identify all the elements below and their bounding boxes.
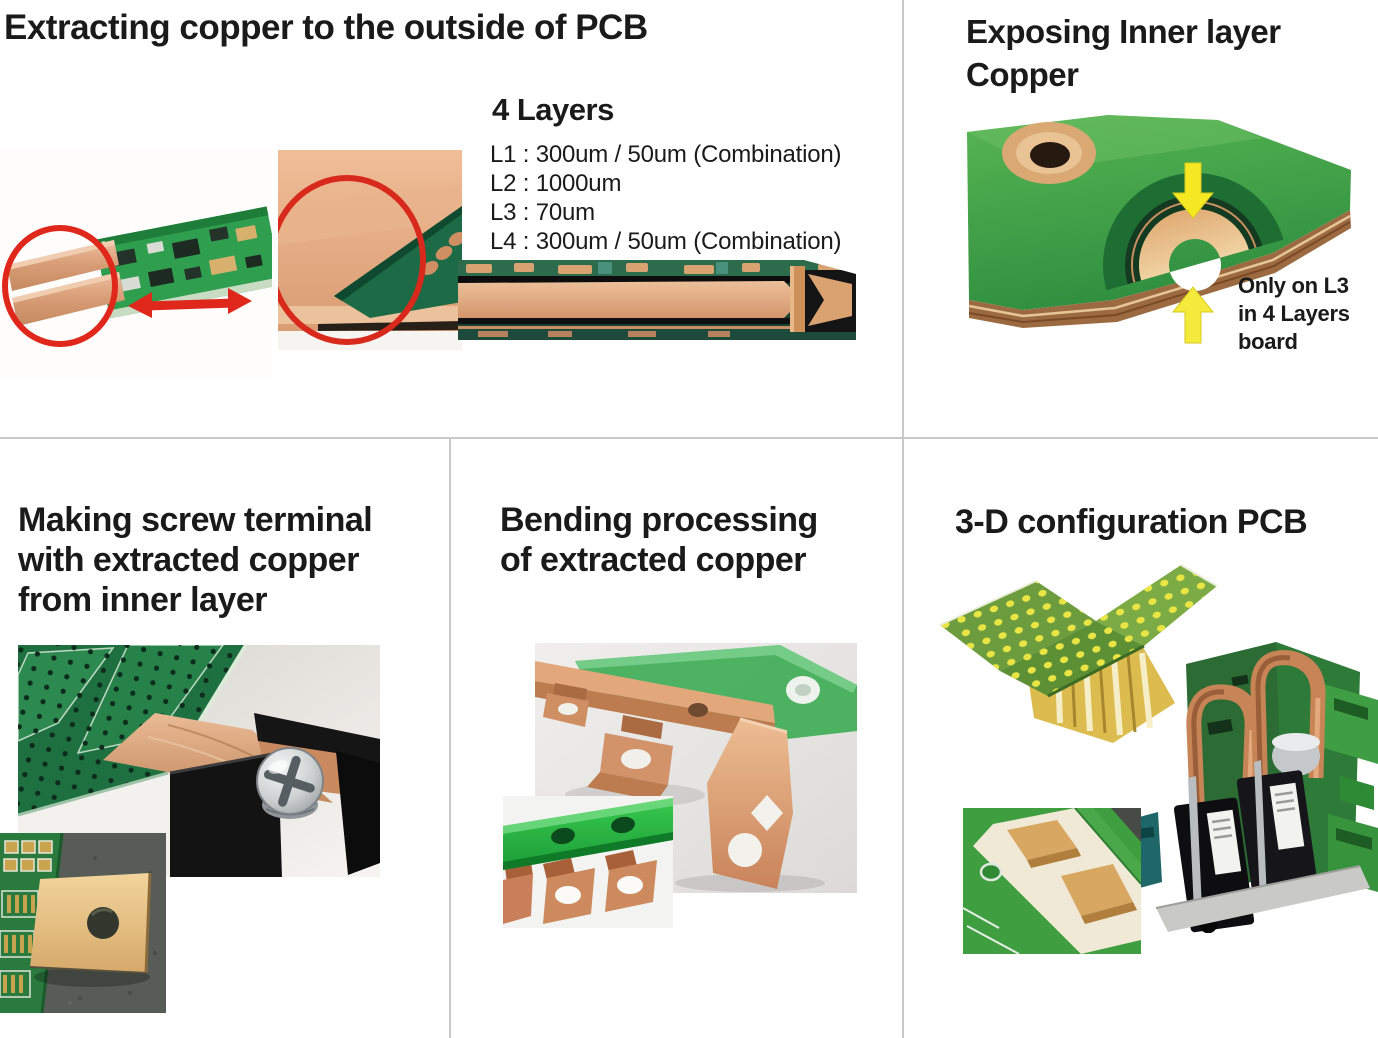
copper-pads (1007, 820, 1137, 924)
pcb-wings (939, 564, 1218, 698)
divider-top-vertical (902, 0, 904, 438)
up-arrow-icon (1171, 286, 1215, 344)
double-arrow-icon (128, 288, 252, 318)
bend-title-line2: of extracted copper (500, 541, 807, 579)
exposed-copper-notch (1103, 173, 1284, 291)
threed-title: 3-D configuration PCB (955, 503, 1308, 541)
layers-heading: 4 Layers (492, 92, 614, 127)
down-arrow-icon (1171, 162, 1215, 219)
photo-copper-strap-assembly (1128, 628, 1378, 933)
expose-caption: Only on L3 in 4 Layers board (1238, 272, 1350, 356)
expose-title-line2: Copper (966, 56, 1079, 93)
screw-title-line1: Making screw terminal (18, 501, 373, 539)
board-hole (979, 862, 1003, 882)
copper-tabs (503, 850, 657, 924)
layer-spec-l3: L3 : 70um (490, 199, 595, 226)
pcb-board (94, 206, 272, 319)
photo-copper-closeup (278, 150, 462, 350)
layer-specs: L1 : 300um / 50um (Combination) L2 : 100… (490, 140, 842, 256)
copper-right-flap (707, 717, 793, 889)
layer-spec-l2: L2 : 1000um (490, 170, 622, 197)
copper-top-flange (535, 661, 775, 741)
tab-hole (87, 907, 119, 939)
layer-spec-l1: L1 : 300um / 50um (Combination) (490, 141, 842, 168)
screw-title-line2: with extracted copper (18, 541, 359, 579)
expose-caption-line2: in 4 Layers (1238, 301, 1350, 326)
terminal-screw (256, 747, 324, 819)
expose-title-line1: Exposing Inner layer (966, 13, 1281, 50)
photo-pcb-cross-section (458, 260, 856, 340)
expose-caption-line3: board (1238, 329, 1298, 354)
photo-extracted-copper-strips (0, 148, 272, 378)
green-pcb-bar (503, 798, 673, 870)
photo-copper-tab-inset (0, 833, 166, 1013)
divider-horizontal (0, 437, 1378, 439)
photo-bent-tabs-inset (503, 796, 673, 928)
copper-layer-stack-edge (969, 210, 1351, 328)
copper-strip-1 (7, 240, 119, 291)
green-pcb-plate (575, 645, 857, 739)
highlight-ellipse-icon (278, 175, 426, 345)
copper-straps (1186, 650, 1326, 824)
inner-copper-layer (458, 281, 802, 320)
mounting-rail (1156, 866, 1370, 932)
photo-folded-pcb-wings (938, 563, 1236, 775)
highlight-ellipse-icon (2, 225, 118, 347)
divider-bottom-left-vertical (449, 439, 451, 1038)
expose-caption-line1: Only on L3 (1238, 273, 1349, 298)
copper-left-tab (543, 683, 589, 727)
photo-exposed-inner-copper (963, 110, 1355, 368)
copper-strip-2 (12, 272, 125, 326)
layer-spec-l4: L4 : 300um / 50um (Combination) (490, 228, 842, 255)
photo-screw-terminal (18, 645, 380, 877)
photo-copper-pads-inset (963, 808, 1141, 954)
divider-bottom-right-vertical (902, 439, 904, 1038)
expose-title: Exposing Inner layer Copper (966, 10, 1281, 96)
bend-title: Bending processing of extracted copper (500, 500, 818, 580)
screw-title-line3: from inner layer (18, 581, 267, 619)
screw-title: Making screw terminal with extracted cop… (18, 500, 373, 620)
copper-mid-bracket (587, 715, 673, 801)
extract-title: Extracting copper to the outside of PCB (4, 8, 648, 47)
bend-title-line1: Bending processing (500, 501, 818, 539)
